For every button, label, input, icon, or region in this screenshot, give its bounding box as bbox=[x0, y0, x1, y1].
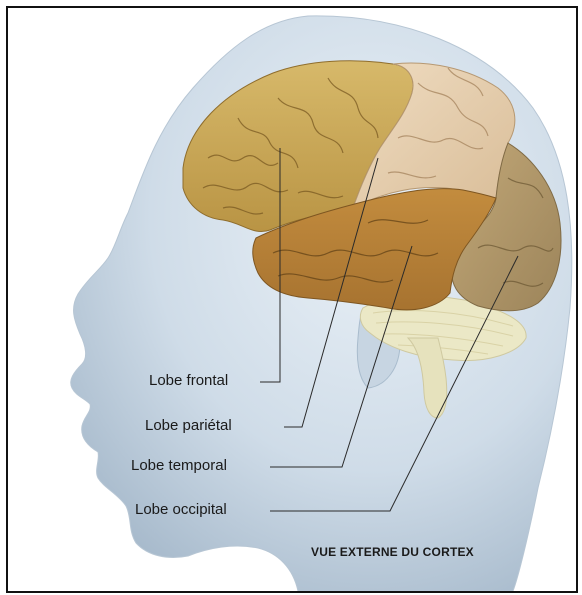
diagram-frame: Lobe frontal Lobe pariétal Lobe temporal… bbox=[6, 6, 578, 593]
label-lobe-temporal: Lobe temporal bbox=[131, 457, 227, 475]
label-lobe-parietal: Lobe pariétal bbox=[145, 417, 232, 435]
figure-caption: VUE EXTERNE DU CORTEX bbox=[311, 545, 474, 559]
label-lobe-frontal: Lobe frontal bbox=[149, 372, 228, 390]
label-lobe-occipital: Lobe occipital bbox=[135, 501, 227, 519]
brain-head-illustration bbox=[8, 8, 576, 591]
